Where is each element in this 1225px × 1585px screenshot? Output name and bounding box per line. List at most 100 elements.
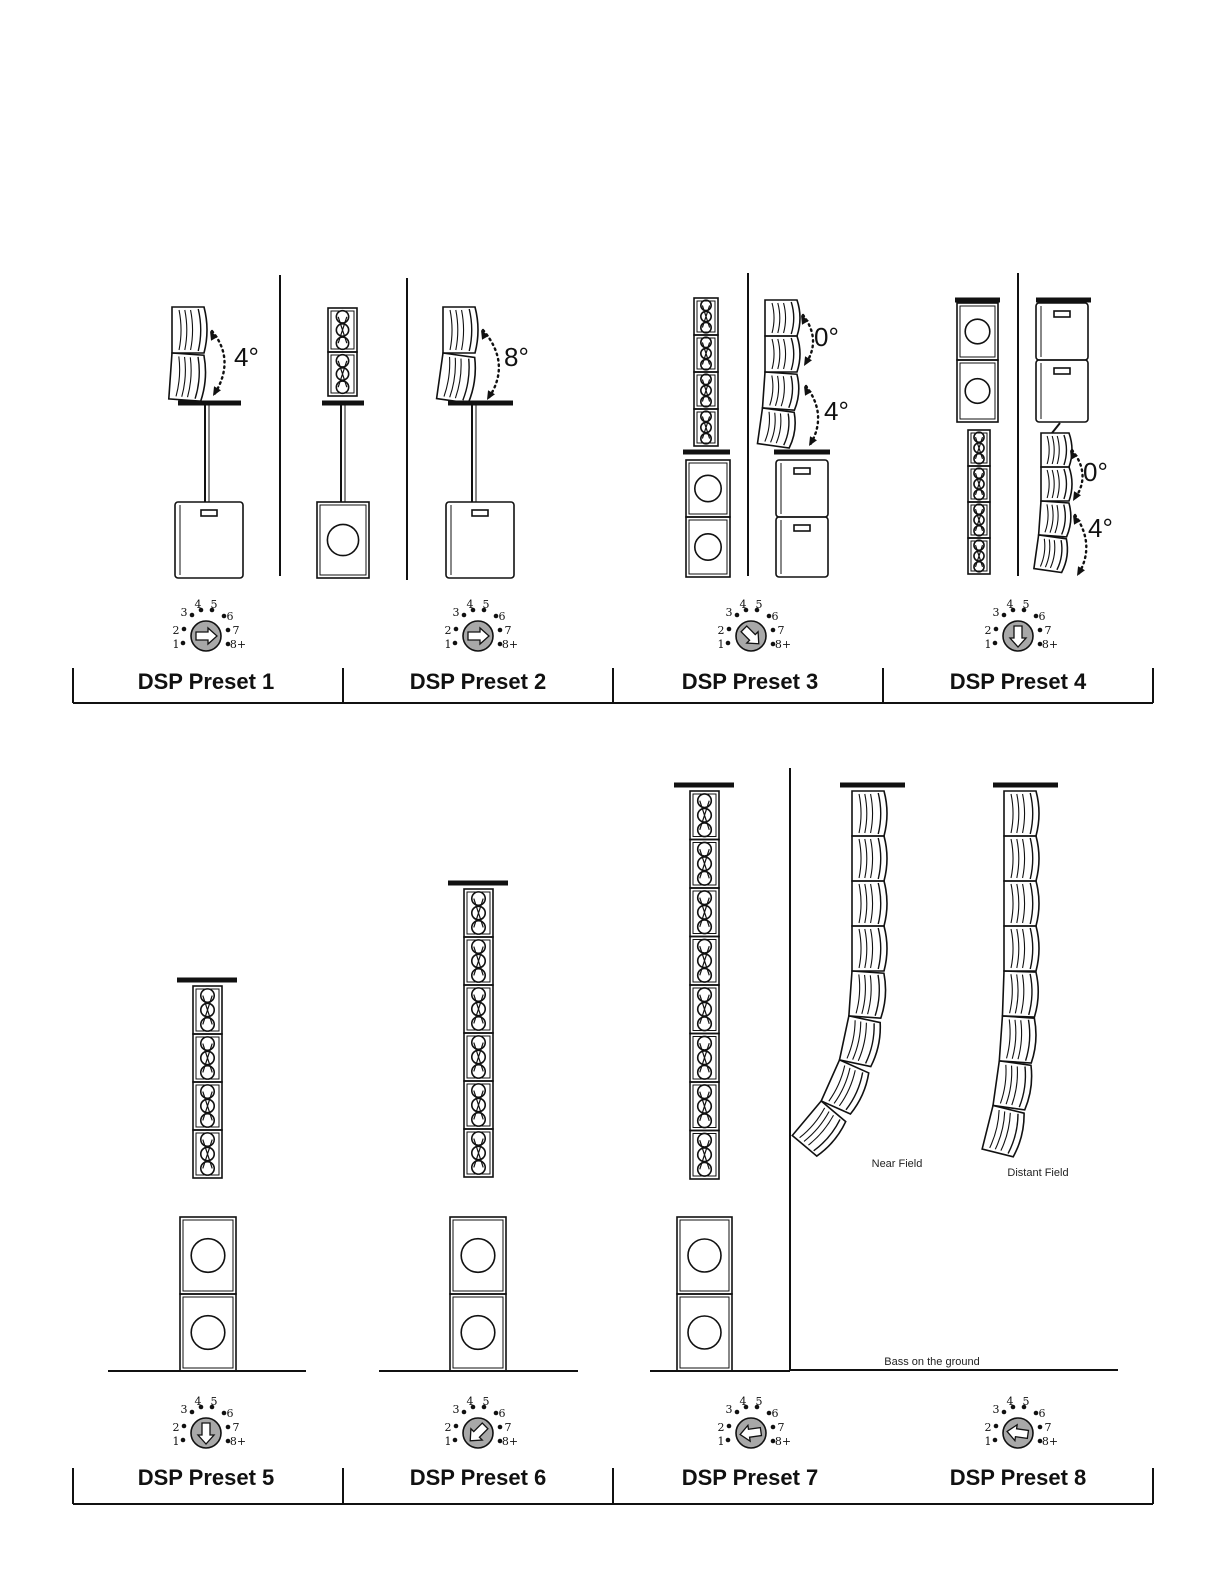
dial-number: 6 bbox=[1039, 1407, 1046, 1420]
dial-dot bbox=[993, 626, 999, 632]
arrow-head bbox=[1073, 491, 1081, 501]
subwoofer-side bbox=[1035, 359, 1089, 423]
preset-8-illustration bbox=[790, 782, 1118, 1371]
stack-element bbox=[1003, 790, 1040, 837]
dial-dot bbox=[1037, 641, 1043, 647]
subwoofer-front bbox=[316, 501, 370, 579]
dial-number: 8+ bbox=[1042, 1435, 1058, 1448]
dial-dot bbox=[461, 612, 467, 618]
dial-dot bbox=[470, 607, 476, 613]
dial-dot bbox=[734, 1409, 740, 1415]
dial-number: 8+ bbox=[502, 638, 518, 651]
label-bar-row-1 bbox=[72, 668, 1154, 704]
dial-dot bbox=[770, 627, 776, 633]
dial-dot bbox=[497, 1438, 503, 1444]
line-array-box-front bbox=[693, 334, 719, 373]
stack-element bbox=[851, 835, 888, 882]
preset-2-angle: 8° bbox=[504, 342, 529, 372]
bass-on-ground-caption: Bass on the ground bbox=[884, 1356, 979, 1368]
dial-dot bbox=[1001, 612, 1007, 618]
dial-number: 7 bbox=[778, 624, 785, 637]
line-array-box-side bbox=[167, 352, 207, 402]
preset-3-angle-top: 0° bbox=[814, 322, 839, 352]
line-array-box-side bbox=[851, 790, 888, 837]
dial-number: 1 bbox=[718, 638, 725, 651]
dial-number: 1 bbox=[985, 1435, 992, 1448]
dial-number: 4 bbox=[467, 1395, 474, 1408]
dial-dot bbox=[1037, 627, 1043, 633]
dial-number: 5 bbox=[211, 598, 218, 611]
dial-dot bbox=[754, 1404, 760, 1410]
line-array-box-side bbox=[838, 1014, 882, 1068]
dial-dot bbox=[453, 626, 459, 632]
line-array-box-front bbox=[693, 371, 719, 410]
dial-dot bbox=[225, 1424, 231, 1430]
label-bar-row-2 bbox=[72, 1468, 1154, 1505]
preset-2-illustration bbox=[435, 306, 515, 579]
dial-dot bbox=[992, 640, 998, 646]
dial-dot bbox=[1010, 607, 1016, 613]
dial-dot bbox=[452, 640, 458, 646]
stack-element bbox=[981, 1104, 1025, 1158]
dial-dot bbox=[221, 613, 227, 619]
line-array-box-front bbox=[689, 935, 720, 986]
arrow-head bbox=[809, 436, 817, 446]
line-array-box-front bbox=[967, 429, 991, 467]
dial-dot bbox=[1037, 1438, 1043, 1444]
dial-dot bbox=[470, 1404, 476, 1410]
line-array-box-side bbox=[791, 1099, 847, 1158]
line-array-box-front bbox=[689, 1081, 720, 1132]
dial-number: 8+ bbox=[1042, 638, 1058, 651]
dial-number: 5 bbox=[1023, 598, 1030, 611]
dial-dot bbox=[1033, 1410, 1039, 1416]
stack-element bbox=[791, 1099, 847, 1158]
dial-number: 6 bbox=[1039, 610, 1046, 623]
preset-6-illustration bbox=[379, 880, 578, 1372]
dial-number: 1 bbox=[445, 1435, 452, 1448]
dial-dot bbox=[992, 1437, 998, 1443]
distant-field-caption: Distant Field bbox=[1007, 1167, 1068, 1179]
dial-dot bbox=[181, 626, 187, 632]
dial-dot bbox=[497, 1424, 503, 1430]
stack-element bbox=[838, 1014, 882, 1068]
dial-arrow-icon bbox=[740, 625, 760, 645]
dial-number: 3 bbox=[181, 1403, 188, 1416]
dial-dot bbox=[180, 640, 186, 646]
dial-dot bbox=[225, 1438, 231, 1444]
dial-dot bbox=[180, 1437, 186, 1443]
dial-dot bbox=[225, 627, 231, 633]
dial-dot bbox=[221, 1410, 227, 1416]
dial-dot bbox=[493, 613, 499, 619]
preset-1-label: DSP Preset 1 bbox=[138, 669, 275, 694]
line-array-box-front bbox=[192, 1033, 223, 1083]
line-array-box-front bbox=[327, 351, 358, 397]
dial-number: 4 bbox=[1007, 598, 1014, 611]
preset-2-array bbox=[435, 306, 479, 404]
dial-dot bbox=[734, 612, 740, 618]
stack-element bbox=[1003, 835, 1040, 882]
stack-element bbox=[764, 299, 801, 337]
stack-element bbox=[442, 306, 479, 354]
dial-dot bbox=[481, 607, 487, 613]
line-array-box-side bbox=[761, 371, 800, 411]
dial-dot bbox=[725, 1437, 731, 1443]
dial-number: 7 bbox=[505, 1421, 512, 1434]
dial-arrow-icon bbox=[195, 626, 218, 646]
stack-element bbox=[764, 335, 801, 373]
preset-2-label: DSP Preset 2 bbox=[410, 669, 547, 694]
dial-number: 6 bbox=[227, 610, 234, 623]
dial-dot bbox=[497, 627, 503, 633]
dial-number: 6 bbox=[499, 610, 506, 623]
dial-dot bbox=[743, 1404, 749, 1410]
dial-number: 5 bbox=[756, 1395, 763, 1408]
dial-number: 5 bbox=[756, 598, 763, 611]
preset-3-array bbox=[756, 299, 801, 449]
dial-dot bbox=[1001, 1409, 1007, 1415]
preset-1-front-illustration bbox=[316, 307, 370, 579]
dial-number: 4 bbox=[195, 598, 202, 611]
line-array-box-front bbox=[689, 887, 720, 938]
line-array-box-front bbox=[327, 307, 358, 353]
